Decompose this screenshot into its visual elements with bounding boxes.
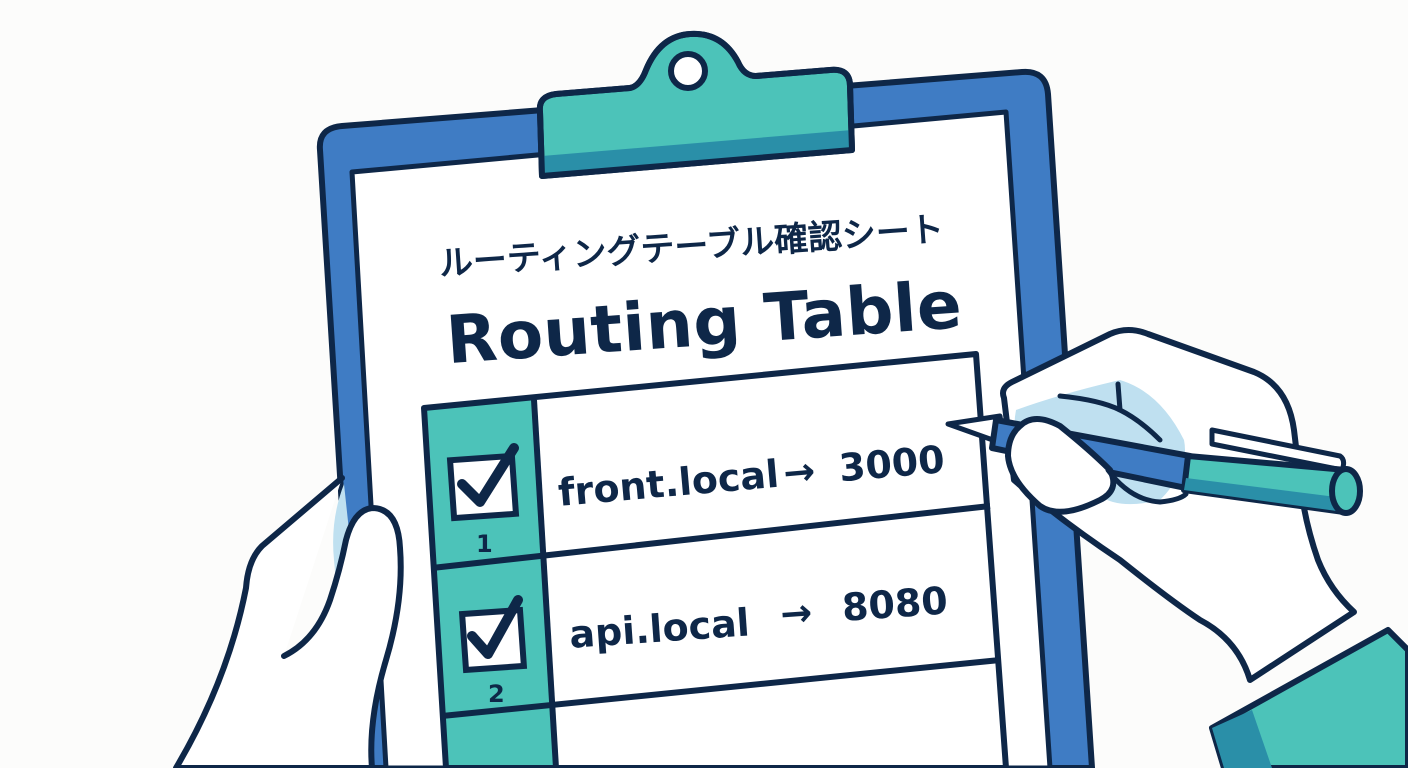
checkmark-icon (457, 443, 519, 507)
routing-table: 1 front.local → 3000 2 api.local → 8080 (421, 351, 1009, 768)
row-2-port: 8080 (841, 579, 950, 630)
clip-hole (668, 51, 708, 91)
row-1-checkbox[interactable] (446, 443, 520, 522)
row-1-port: 3000 (837, 437, 946, 490)
right-hand (945, 327, 1408, 768)
row-2-arrow-icon: → (779, 590, 814, 636)
row-1-number: 1 (476, 530, 493, 558)
clipboard-clip (536, 30, 855, 179)
left-hand (173, 475, 404, 768)
row-1-arrow-icon: → (781, 449, 817, 496)
row-2-checkbox[interactable] (458, 595, 528, 674)
checkmark-icon (467, 595, 523, 659)
row-2-number: 2 (488, 680, 505, 708)
